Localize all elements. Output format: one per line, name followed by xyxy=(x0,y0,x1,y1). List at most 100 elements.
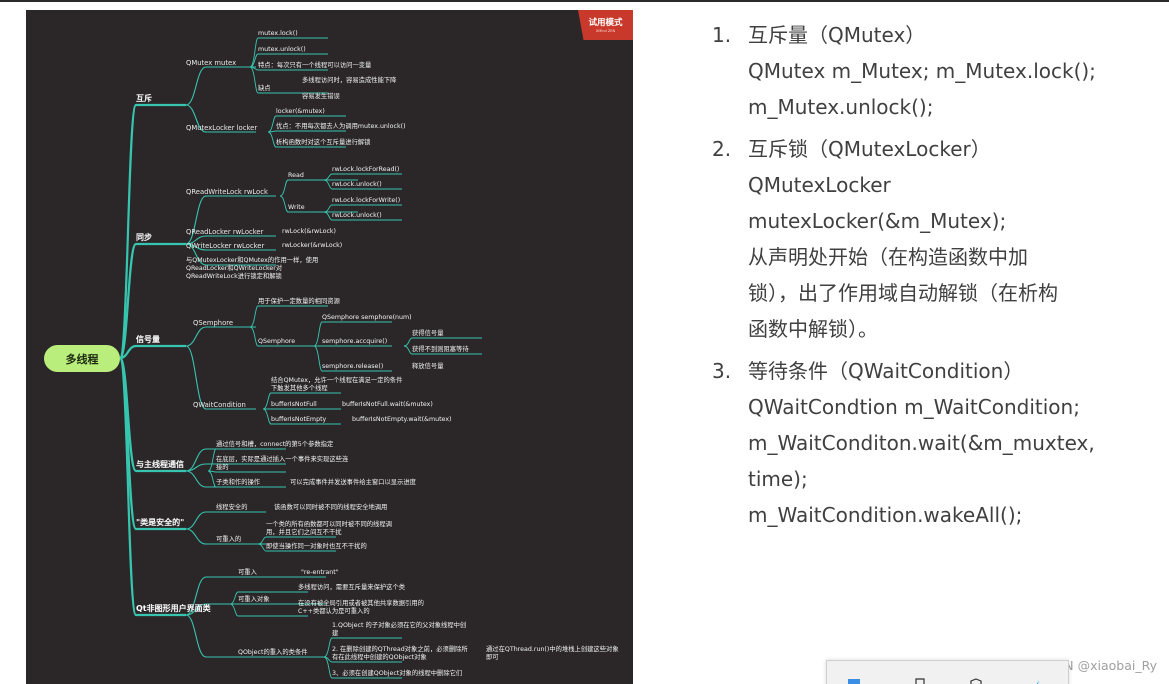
mindmap-node: 可重入对象 xyxy=(238,596,270,603)
document-icon[interactable] xyxy=(847,678,861,684)
connector-line xyxy=(207,448,286,472)
connector-line xyxy=(323,656,402,663)
connector-line xyxy=(207,470,286,473)
connector-line xyxy=(185,104,256,133)
connector-line xyxy=(313,345,392,372)
mindmap-node: QReadLocker和QWriteLocker对 xyxy=(186,265,283,272)
connector-line xyxy=(229,603,308,617)
mindmap-node: 该函数可以同时被不同的线程安全地调用 xyxy=(274,504,388,511)
note-line: time); xyxy=(748,467,808,491)
note-line: 互斥量（QMutex） xyxy=(748,23,926,47)
mindmap-node: mutex.unlock() xyxy=(258,46,306,53)
connector-line xyxy=(185,326,256,347)
mindmap-node: bufferIsNotEmpty xyxy=(271,416,327,423)
mindmap-node: 在没有被全局引用或者被其他共享数据引用的 xyxy=(298,600,424,607)
floating-toolbar xyxy=(826,660,1069,684)
trial-mode-badge: 试用模式 XMind ZEN xyxy=(578,10,633,40)
note-line: QWaitCondtion m_WaitCondition; xyxy=(748,395,1080,419)
mindmap-node: 释放信号量 xyxy=(412,363,444,370)
mindmap-node: QWriteLocker rwLocker xyxy=(186,242,265,250)
mindmap-node: 接的 xyxy=(216,464,229,471)
note-number: 3. xyxy=(712,359,732,383)
mindmap-image: 多线程 试用模式 XMind ZEN 互斥同步信号量与主线程通信"类是安全的"Q… xyxy=(26,10,633,684)
connector-line xyxy=(262,408,341,425)
connector-line xyxy=(185,463,286,472)
connector-line xyxy=(185,66,256,106)
connector-line xyxy=(323,204,402,213)
mindmap-node: 通过在QThread.run()中的堆栈上创建这些对象 xyxy=(486,646,619,653)
note-number: 2. xyxy=(712,137,732,161)
mindmap-node: QReadWriteLock进行锁定和解锁 xyxy=(186,273,282,280)
mindmap-node: semphore.release() xyxy=(322,363,384,370)
mindmap-node: QReadLocker rwLocker xyxy=(186,228,264,236)
connector-line xyxy=(207,470,286,488)
mindmap-node: QObject的重入的类条件 xyxy=(238,649,308,656)
mindmap-node: 2. 在删除创建的QThread对象之前，必须删除所 xyxy=(332,646,468,653)
connector-line xyxy=(403,337,482,347)
connector-line xyxy=(185,614,326,658)
note-line: 等待条件（QWaitCondition） xyxy=(748,359,1024,383)
connector-line xyxy=(323,637,402,658)
mindmap-node: 析构函数时对这个互斥量进行解锁 xyxy=(276,139,371,146)
note-line: QMutex m_Mutex; m_Mutex.lock(); xyxy=(748,59,1096,83)
connector-line xyxy=(185,528,266,545)
note-line: 锁），出了作用域自动解锁（在析构 xyxy=(748,281,1058,305)
note-line: QMutexLocker xyxy=(748,173,891,197)
mindmap-node: 缺点 xyxy=(258,85,271,92)
mindmap-branch: 同步 xyxy=(136,233,152,242)
mindmap-node: 即可 xyxy=(486,654,499,661)
connector-line xyxy=(185,195,276,245)
mindmap-node: 下触发其他多个线程 xyxy=(271,385,328,392)
bookmark-icon[interactable] xyxy=(913,678,927,684)
mindmap-node: 有在此线程中创建的QObject对象 xyxy=(332,654,427,661)
mindmap-node: C++类都认为是可重入的 xyxy=(298,608,370,615)
note-number: 1. xyxy=(712,23,732,47)
mindmap-node: 子类和作的操作 xyxy=(216,479,261,486)
connector-line xyxy=(185,511,266,530)
mindmap-node: rwLock.unlock() xyxy=(332,212,382,219)
mindmap-node: 3、必须在创建QObject对象的线程中删除它们 xyxy=(332,670,463,677)
mindmap-node: locker(&mutex) xyxy=(276,108,325,115)
mindmap-branch: Qt非图形用户界面类 xyxy=(136,604,211,613)
mindmap-connectors xyxy=(118,37,482,679)
bird-icon[interactable] xyxy=(1027,678,1041,684)
note-line: 从声明处开始（在构造函数中加 xyxy=(748,245,1028,269)
mindmap-node: 可以完成事件并发送事件给主窗口以显示进度 xyxy=(290,479,416,486)
connector-line xyxy=(185,243,276,266)
connector-line xyxy=(323,179,402,190)
note-line: m_WaitCondition.wakeAll(); xyxy=(748,503,1023,527)
mindmap-node: 线程安全的 xyxy=(216,504,248,511)
connector-line xyxy=(185,345,256,410)
connector-line xyxy=(267,115,346,133)
mindmap-node: QMutex mutex xyxy=(186,59,237,67)
notes-list: 1. 互斥量（QMutex） QMutex m_Mutex; m_Mutex.l… xyxy=(712,17,1152,539)
mindmap-node: QSemphore semphore(num) xyxy=(322,314,412,321)
mindmap-branch: 信号量 xyxy=(136,335,160,344)
mindmap-node: QWaitCondition xyxy=(193,401,246,409)
note-item: 3. 等待条件（QWaitCondition） QWaitCondtion m_… xyxy=(712,353,1152,533)
connector-line xyxy=(249,66,328,71)
note-line: 互斥锁（QMutexLocker） xyxy=(748,137,991,161)
mindmap-node: 在底层，实际是通过插入一个事件来实现这些连 xyxy=(216,456,349,463)
connector-line xyxy=(323,173,402,181)
connector-line xyxy=(323,656,402,679)
mindmap-node: 结合QMutex，允许一个线程在满足一定的条件 xyxy=(271,377,403,384)
mindmap-node: rwLock(&rwLock) xyxy=(282,228,337,235)
shield-icon[interactable] xyxy=(969,678,983,684)
mindmap-node: bufferIsNotFull.wait(&mutex) xyxy=(342,401,433,408)
mindmap-node: rwLock.unlock() xyxy=(332,181,382,188)
mindmap-node: QSemphore xyxy=(193,319,234,327)
mindmap-node: 获得信号量 xyxy=(412,330,444,337)
mindmap-node: 一个类的所有函数都可以同时被不同的线程调 xyxy=(266,521,392,528)
connector-line xyxy=(279,195,358,213)
note-body: 互斥量（QMutex） QMutex m_Mutex; m_Mutex.lock… xyxy=(748,17,1152,125)
mindmap-node: "re-entrant" xyxy=(301,569,339,576)
mindmap-node: bufferIsNotEmpty.wait(&mutex) xyxy=(352,416,452,423)
connector-line xyxy=(118,103,186,360)
mindmap-node: 即使当操作同一对象时也互不干扰的 xyxy=(266,543,367,550)
mindmap-node: Read xyxy=(288,172,304,179)
connector-line xyxy=(257,536,336,545)
note-body: 等待条件（QWaitCondition） QWaitCondtion m_Wai… xyxy=(748,353,1152,533)
mindmap-node: 特点：每次只有一个线程可以访问一变量 xyxy=(258,62,372,69)
mindmap-node: 1.QObject 的子对象必须在它的父对象线程中创 xyxy=(332,622,467,629)
